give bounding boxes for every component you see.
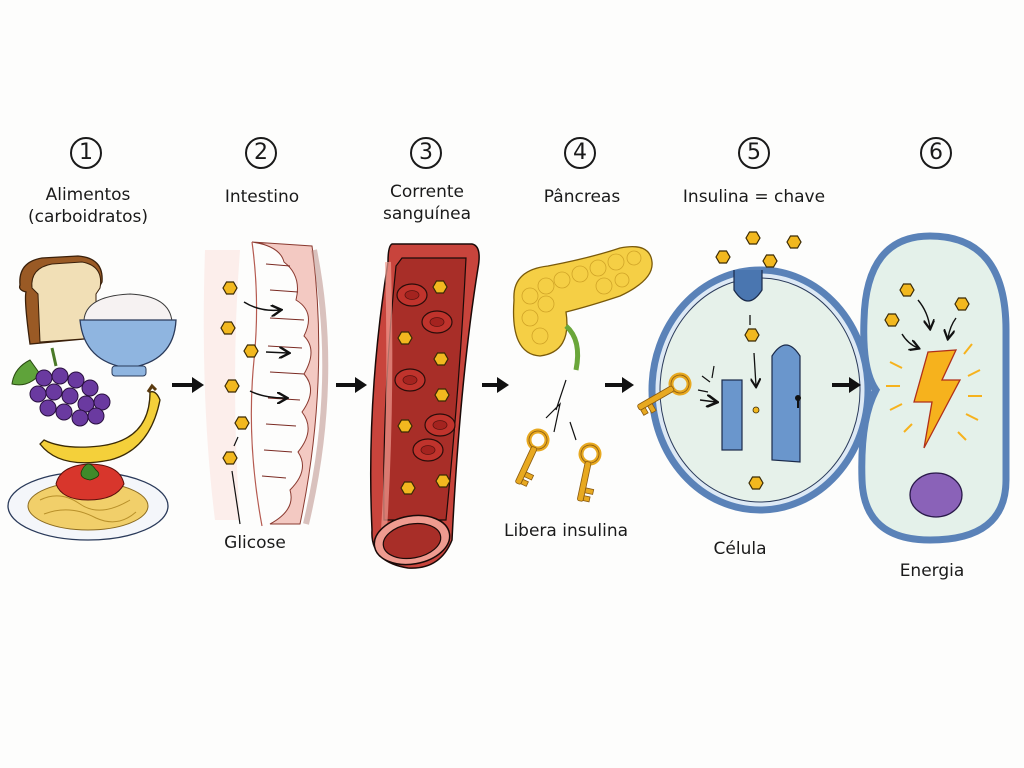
glucose-icon [745, 231, 761, 245]
arrow-right-icon [832, 377, 861, 393]
glucose-icon [954, 297, 970, 311]
step-5-number-text: 5 [747, 140, 761, 165]
glucose-icon [435, 474, 451, 488]
glucose-icon [400, 481, 416, 495]
insulin-key-icon [571, 443, 602, 503]
nucleus-icon [909, 472, 963, 518]
step-3-number: 3 [410, 137, 442, 169]
arrow-right-icon [605, 377, 634, 393]
step-4-number: 4 [564, 137, 596, 169]
step-5-number: 5 [738, 137, 770, 169]
red-blood-cell-icon [424, 413, 456, 437]
glucose-icon [220, 321, 236, 335]
glucose-icon [397, 331, 413, 345]
step-4-title-line1: Pâncreas [543, 187, 621, 207]
absorption-arrow [243, 301, 280, 310]
step-1-title-line2: (carboidratos) [27, 207, 149, 227]
glucose-icon [899, 283, 915, 297]
glucose-icon [243, 344, 259, 358]
insulin-release-callout: Libera insulina [503, 521, 629, 541]
energy-rays [886, 343, 982, 441]
step-5-title-line1: Insulina = chave [682, 187, 826, 207]
glucose-icon [397, 419, 413, 433]
step-5-title: Insulina = chave [683, 186, 825, 208]
receptor-channel [733, 270, 763, 302]
step-1-title: Alimentos (carboidratos) [28, 184, 148, 228]
red-blood-cell-icon [421, 310, 453, 334]
glucose-callout: Glicose [224, 533, 286, 553]
glucose-icon [433, 352, 449, 366]
step-6-number: 6 [920, 137, 952, 169]
grapes-icon [11, 347, 111, 427]
glucose-icon [432, 280, 448, 294]
step-4-title: Pâncreas [544, 186, 620, 208]
red-blood-cell-icon [396, 283, 428, 307]
step-6-number-text: 6 [929, 140, 943, 165]
step-2-title: Intestino [225, 186, 299, 208]
glucose-icon [222, 281, 238, 295]
step-3-title-line2: sanguínea [383, 204, 471, 224]
spaghetti-plate-icon [7, 463, 169, 541]
glucose-icon [234, 416, 250, 430]
flow-arrows [172, 377, 861, 393]
cell-door-illustration [634, 231, 872, 514]
arrow-right-icon [172, 377, 204, 393]
cell-door-icon [771, 344, 801, 463]
absorption-arrow [249, 390, 286, 398]
glucose-icon [748, 476, 764, 490]
release-arrows [545, 379, 577, 441]
step-3-title-line1: Corrente [390, 182, 464, 202]
step-1-number: 1 [70, 137, 102, 169]
glucose-icon [762, 254, 778, 268]
arrow-right-icon [482, 377, 509, 393]
red-blood-cell-icon [394, 368, 426, 392]
step-3-title: Corrente sanguínea [383, 181, 471, 225]
blood-vessel-illustration [369, 243, 480, 569]
step-3-number-text: 3 [419, 140, 433, 165]
intestine-illustration [203, 241, 329, 527]
energy-callout: Energia [899, 561, 965, 581]
absorption-arrow [265, 352, 288, 353]
door-frame [721, 379, 743, 451]
cell-callout: Célula [713, 539, 767, 559]
red-blood-cell-icon [412, 438, 444, 462]
rice-bowl-icon [79, 293, 177, 377]
step-2-number-text: 2 [254, 140, 268, 165]
energy-bolt-icon [913, 349, 962, 449]
glucose-icon [884, 313, 900, 327]
pancreas-illustration [510, 245, 653, 504]
food-illustration [7, 255, 177, 541]
arrow-right-icon [336, 377, 367, 393]
pancreatic-duct [564, 324, 581, 371]
insulin-key-icon [510, 428, 552, 488]
step-1-number-text: 1 [79, 140, 93, 165]
step-2-number: 2 [245, 137, 277, 169]
glucose-icon [786, 235, 802, 249]
step-1-title-line1: Alimentos [45, 185, 131, 205]
glucose-icon [434, 388, 450, 402]
glucose-icon [715, 250, 731, 264]
energy-cell-illustration [858, 232, 1010, 544]
glucose-icon [224, 379, 240, 393]
step-2-title-line1: Intestino [224, 187, 300, 207]
glucose-icon [222, 451, 238, 465]
pancreas-icon [512, 245, 653, 357]
step-4-number-text: 4 [573, 140, 587, 165]
glucose-leader-line [231, 436, 241, 525]
banana-icon [39, 383, 161, 464]
glucose-icon [744, 328, 760, 342]
